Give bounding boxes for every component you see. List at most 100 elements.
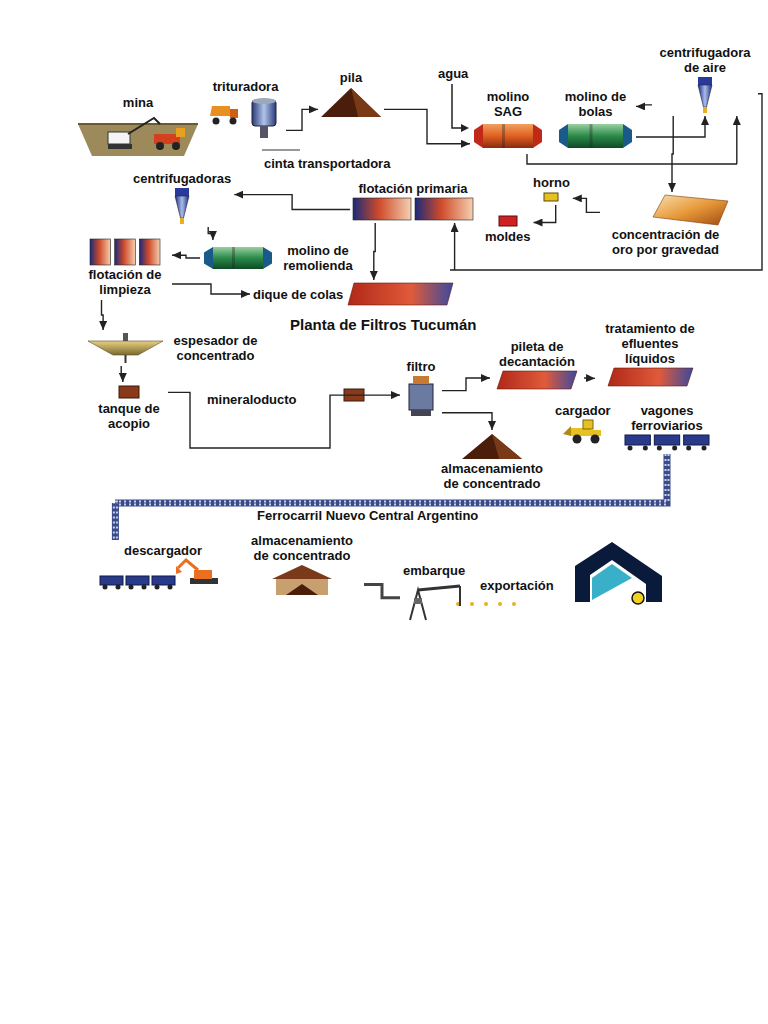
- flow-arrow: [534, 205, 556, 223]
- equipment-icon: [353, 198, 473, 220]
- equipment-label: almacenamiento de concentrado: [243, 533, 361, 563]
- connector-label: mineraloducto: [205, 392, 299, 407]
- flow-arrow: [168, 392, 400, 448]
- equipment-icon: [473, 121, 543, 151]
- flow-arrow: [102, 300, 104, 330]
- equipment-label: centrifugadoras: [133, 171, 231, 186]
- equipment-icon: [272, 565, 332, 595]
- equipment-node: mina: [75, 92, 201, 160]
- equipment-label: filtro: [407, 359, 436, 374]
- equipment-node: filtro: [400, 356, 442, 419]
- flow-arrow: [573, 198, 600, 212]
- equipment-node: trituradora: [205, 76, 286, 144]
- equipment-node: dique de colas: [250, 280, 456, 308]
- flow-arrow: [672, 116, 673, 192]
- free-label: exportación: [478, 578, 556, 593]
- equipment-icon: [171, 188, 193, 224]
- water-inlet-arrow: [452, 84, 469, 132]
- section-title: Planta de Filtros Tucumán: [290, 316, 476, 334]
- equipment-node: vagones ferroviarios: [620, 400, 714, 454]
- flow-arrow: [172, 255, 200, 258]
- equipment-icon: [321, 87, 381, 117]
- equipment-node: horno: [530, 172, 573, 205]
- equipment-icon: [653, 195, 728, 225]
- flow-arrow: [636, 116, 705, 137]
- flow-arrow: [584, 378, 595, 379]
- equipment-label: pila: [340, 70, 362, 85]
- equipment-node: flotación de limpieza: [78, 236, 172, 300]
- flow-arrow: [442, 378, 490, 391]
- equipment-node: centrifugadoras: [130, 168, 234, 227]
- equipment-node: tanque de acopio: [90, 382, 168, 434]
- equipment-label: vagones ferroviarios: [623, 403, 711, 433]
- equipment-icon: [348, 283, 453, 305]
- free-label: cinta transportadora: [262, 156, 392, 171]
- equipment-node: moldes: [482, 212, 534, 247]
- equipment-label: trituradora: [213, 79, 279, 94]
- equipment-icon: [608, 368, 693, 386]
- equipment-icon: [498, 215, 518, 227]
- equipment-icon: [90, 239, 160, 265]
- equipment-icon: [88, 333, 163, 363]
- equipment-node: molino de remolienda: [200, 240, 361, 276]
- equipment-icon: [203, 244, 273, 272]
- equipment-label: almacenamiento de concentrado: [433, 461, 551, 491]
- equipment-label: pileta de decantación: [493, 339, 581, 369]
- equipment-icon: [78, 112, 198, 157]
- equipment-node: almacenamiento de concentrado: [240, 530, 364, 598]
- equipment-icon: [118, 385, 140, 399]
- equipment-node: molino de bolas: [555, 86, 636, 154]
- equipment-label: tanque de acopio: [93, 401, 165, 431]
- equipment-label: molino de remolienda: [278, 243, 358, 273]
- equipment-icon: [98, 560, 228, 590]
- connector-label: Ferrocarril Nuevo Central Argentino: [255, 508, 480, 523]
- equipment-label: flotación de limpieza: [81, 267, 169, 297]
- equipment-node: pila: [318, 67, 384, 120]
- equipment-label: dique de colas: [253, 287, 343, 302]
- equipment-icon: [404, 580, 464, 620]
- equipment-icon: [625, 435, 709, 451]
- equipment-label: cargador: [555, 403, 611, 418]
- equipment-node: cargador: [552, 400, 614, 447]
- conveyor-belt: [262, 150, 300, 151]
- equipment-label: horno: [533, 175, 570, 190]
- equipment-icon: [462, 433, 522, 459]
- flow-arrow: [208, 227, 213, 240]
- equipment-node: molino SAG: [470, 86, 546, 154]
- equipment-label: espesador de concentrado: [168, 333, 263, 363]
- equipment-node: tratamiento de efluentes líquidos: [595, 318, 705, 389]
- ship-lights: [456, 602, 516, 606]
- equipment-icon: [558, 121, 633, 151]
- equipment-node: concentración de oro por gravedad: [600, 192, 731, 260]
- equipment-node: flotación primaria: [350, 178, 476, 223]
- flow-arrow: [234, 195, 350, 210]
- equipment-icon: [543, 192, 559, 202]
- flow-arrow: [172, 284, 250, 294]
- equipment-label: molino de bolas: [565, 89, 627, 119]
- railway-line: [115, 454, 667, 540]
- equipment-node: almacenamiento de concentrado: [430, 430, 554, 494]
- equipment-icon: [403, 376, 439, 416]
- equipment-icon: [563, 420, 603, 444]
- equipment-node: descargador: [95, 540, 231, 593]
- equipment-label: flotación primaria: [358, 181, 467, 196]
- equipment-icon: [497, 371, 577, 389]
- equipment-icon: [208, 96, 283, 141]
- equipment-label: centrifugadora de aire: [655, 45, 755, 75]
- equipment-label: mina: [123, 95, 153, 110]
- free-label: agua: [436, 66, 470, 81]
- flow-arrow: [121, 366, 123, 382]
- equipment-label: descargador: [124, 543, 202, 558]
- equipment-label: molino SAG: [477, 89, 539, 119]
- flow-arrow: [374, 223, 375, 280]
- equipment-label: embarque: [403, 563, 465, 578]
- flow-arrow: [527, 116, 737, 164]
- flow-arrow: [286, 109, 318, 130]
- equipment-node: centrifugadora de aire: [652, 42, 758, 116]
- conveyor-line: [364, 584, 400, 597]
- flow-arrow: [636, 105, 652, 107]
- equipment-icon: [694, 77, 716, 113]
- company-logo: [575, 542, 662, 604]
- flow-arrow: [450, 94, 762, 270]
